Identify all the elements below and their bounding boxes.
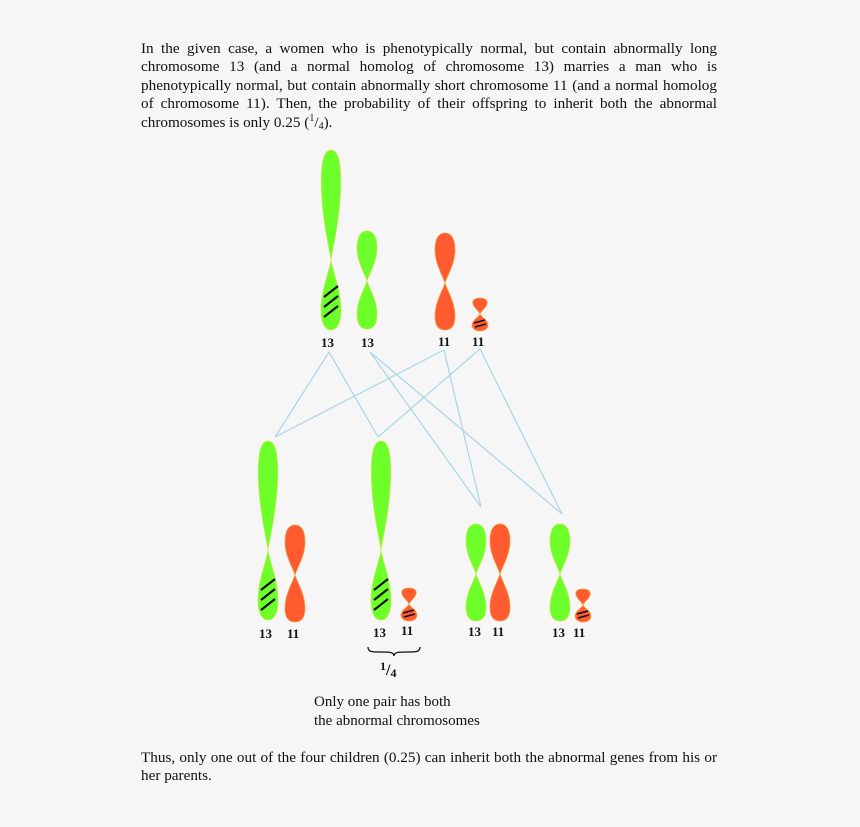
intro-text: In the given case, a women who is phenot… (141, 40, 717, 131)
child-1-label-11: 11 (287, 626, 299, 641)
fraction-denominator: 4 (390, 666, 397, 680)
child-4: 13 11 (549, 523, 592, 640)
parent-chromosome-13-normal (356, 230, 378, 330)
probability-fraction: 1/4 (380, 659, 397, 680)
fraction-numerator: 1 (309, 112, 315, 124)
parent-chromosome-11-abnormal (471, 297, 489, 332)
fraction-slash: / (314, 113, 319, 131)
child-2: 13 11 (367, 440, 421, 657)
parent-label-13b: 13 (361, 335, 375, 350)
parent-label-13a: 13 (321, 335, 335, 350)
abnormal-marks (323, 285, 339, 318)
intro-tail: ). (323, 113, 333, 131)
abnormal-marks (473, 319, 487, 328)
inheritance-lines (274, 348, 563, 515)
parent-label-11a: 11 (438, 334, 450, 349)
child-4-label-11: 11 (573, 625, 585, 640)
bracket (367, 646, 421, 657)
note-line-1: Only one pair has both (314, 694, 451, 710)
child-3-label-11: 11 (492, 624, 504, 639)
diagram-note: Only one pair has both the abnormal chro… (314, 693, 480, 731)
child-3-label-13: 13 (468, 624, 482, 639)
parent-label-11b: 11 (472, 334, 484, 349)
child-4-label-13: 13 (552, 625, 566, 640)
note-line-2: the abnormal chromosomes (314, 713, 480, 729)
fraction-denominator: 4 (318, 120, 324, 132)
fraction-numerator: 1 (380, 659, 386, 673)
conclusion-paragraph: Thus, only one out of the four children … (141, 749, 717, 785)
child-1-label-13: 13 (259, 626, 273, 641)
child-2-label-11: 11 (401, 623, 413, 638)
parent-chromosome-11-normal (434, 232, 456, 331)
intro-paragraph: In the given case, a women who is phenot… (141, 40, 717, 132)
child-3: 13 11 (465, 523, 511, 639)
child-2-label-13: 13 (373, 625, 387, 640)
parent-chromosome-13-abnormal (320, 149, 342, 331)
child-1: 13 11 (257, 440, 306, 641)
